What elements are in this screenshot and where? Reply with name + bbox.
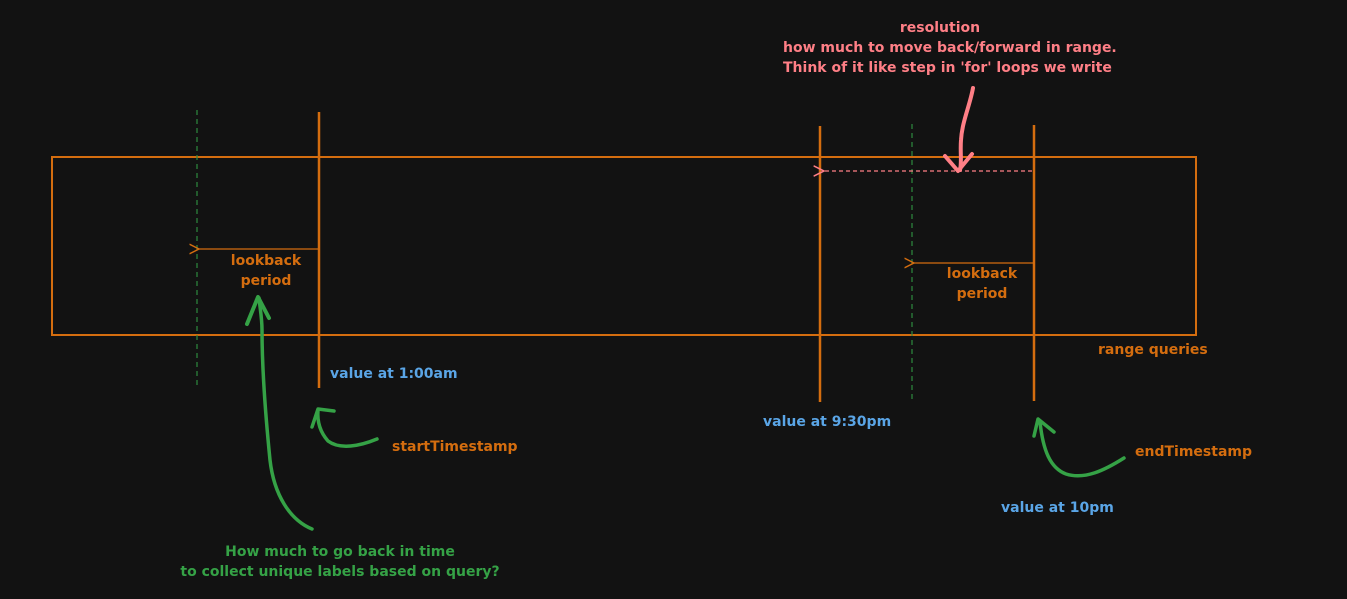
value-end-label: value at 10pm bbox=[1001, 500, 1114, 516]
end-timestamp-pointer bbox=[1038, 420, 1126, 478]
question-line-2: to collect unique labels based on query? bbox=[180, 564, 500, 580]
value-start-label: value at 1:00am bbox=[330, 366, 458, 382]
resolution-line-2: Think of it like step in 'for' loops we … bbox=[783, 60, 1112, 76]
resolution-pointer-head bbox=[943, 152, 974, 173]
lookback-right-line-1: lookback bbox=[946, 266, 1018, 282]
lookback-question: How much to go back in time to collect u… bbox=[180, 542, 500, 582]
resolution-pointer-arrow bbox=[958, 86, 975, 172]
start-timestamp-pointer bbox=[316, 408, 379, 448]
range-query-box bbox=[51, 156, 1197, 336]
lookback-question-pointer bbox=[257, 296, 314, 531]
lookback-right-line-2: period bbox=[956, 286, 1008, 302]
lookback-left-label: lookback period bbox=[226, 251, 306, 291]
value-mid-label: value at 9:30pm bbox=[763, 414, 892, 430]
resolution-title: resolution bbox=[899, 20, 981, 36]
end-timestamp-label: endTimestamp bbox=[1135, 444, 1252, 460]
lookback-right-label: lookback period bbox=[942, 264, 1022, 304]
question-line-1: How much to go back in time bbox=[225, 544, 455, 560]
lookback-left-line-2: period bbox=[240, 273, 292, 289]
resolution-note: resolution how much to move back/forward… bbox=[783, 18, 1117, 78]
start-timestamp-label: startTimestamp bbox=[392, 439, 518, 455]
lookback-left-line-1: lookback bbox=[230, 253, 302, 269]
end-timestamp-pointer-head bbox=[1032, 417, 1056, 438]
start-timestamp-pointer-head bbox=[310, 407, 336, 429]
resolution-line-1: how much to move back/forward in range. bbox=[783, 40, 1117, 56]
lookback-question-pointer-head bbox=[245, 295, 271, 326]
range-queries-label: range queries bbox=[1098, 342, 1208, 358]
